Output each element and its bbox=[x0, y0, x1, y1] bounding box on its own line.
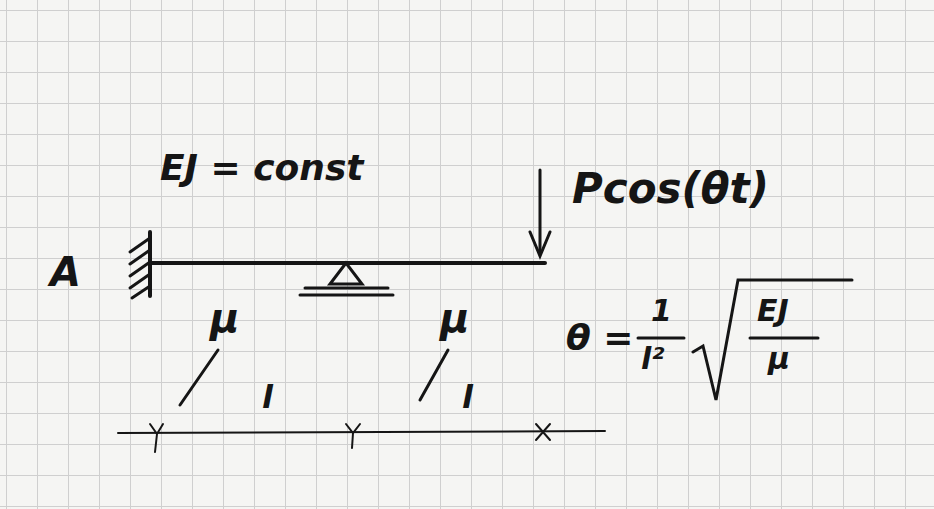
support-ground bbox=[305, 287, 388, 290]
support-ground bbox=[300, 294, 393, 297]
support-name: A bbox=[50, 250, 81, 294]
radical-sign bbox=[693, 280, 852, 400]
mass-label: μ bbox=[440, 296, 469, 340]
stiffness-note: EJ = const bbox=[160, 148, 364, 188]
fraction-bar bbox=[638, 337, 684, 340]
dimension-tick bbox=[536, 424, 550, 440]
formula-denominator: μ bbox=[768, 342, 790, 375]
load-arrow bbox=[539, 170, 542, 252]
fraction-bar bbox=[750, 337, 818, 340]
pin-support bbox=[330, 263, 362, 284]
formula-numerator: 1 bbox=[651, 294, 672, 327]
dimension-tick bbox=[346, 424, 360, 448]
mass-label: μ bbox=[210, 296, 239, 340]
leader-line bbox=[180, 350, 218, 405]
span-length: l bbox=[462, 380, 473, 415]
wall-hatching bbox=[130, 238, 150, 298]
dimension-line bbox=[118, 431, 605, 433]
dimension-tick bbox=[150, 424, 163, 452]
formula-denominator: l² bbox=[641, 342, 664, 375]
leader-line bbox=[420, 350, 448, 400]
frequency-symbol: θ = bbox=[566, 318, 633, 358]
span-length: l bbox=[262, 380, 273, 415]
formula-numerator: EJ bbox=[757, 294, 789, 327]
load-label: Pcos(θt) bbox=[572, 166, 769, 212]
load-arrowhead bbox=[530, 232, 550, 256]
